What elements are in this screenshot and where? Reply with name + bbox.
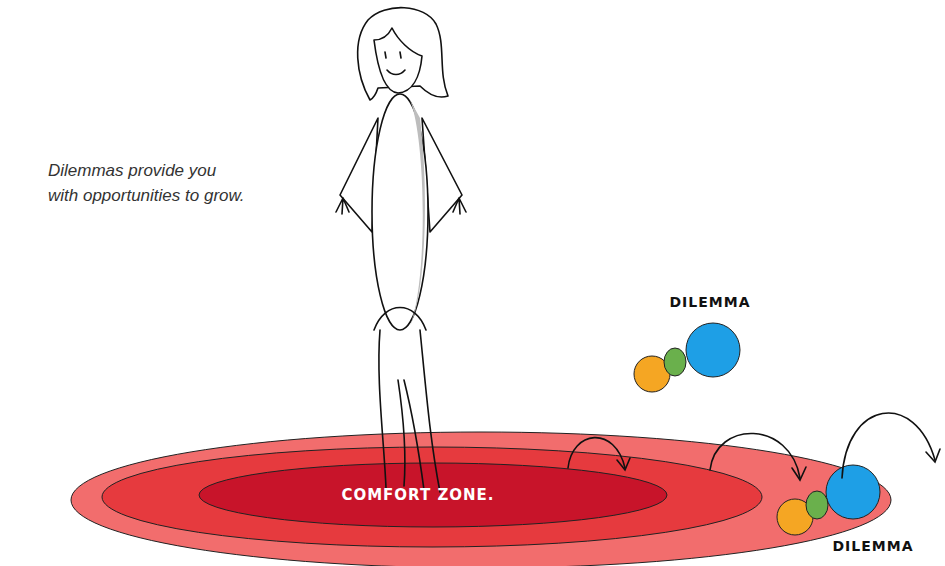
caption-text: Dilemmas provide you with opportunities … <box>48 158 248 208</box>
comfort-zone-ellipse: COMFORT ZONE. <box>198 462 668 528</box>
dilemma-label: DILEMMA <box>832 538 913 554</box>
zone-label: COMFORT ZONE. <box>341 486 494 504</box>
dilemma-circles: DILEMMA <box>625 292 755 402</box>
dilemma-label: DILEMMA <box>669 294 750 310</box>
dilemma-circles: DILEMMA <box>770 455 920 560</box>
